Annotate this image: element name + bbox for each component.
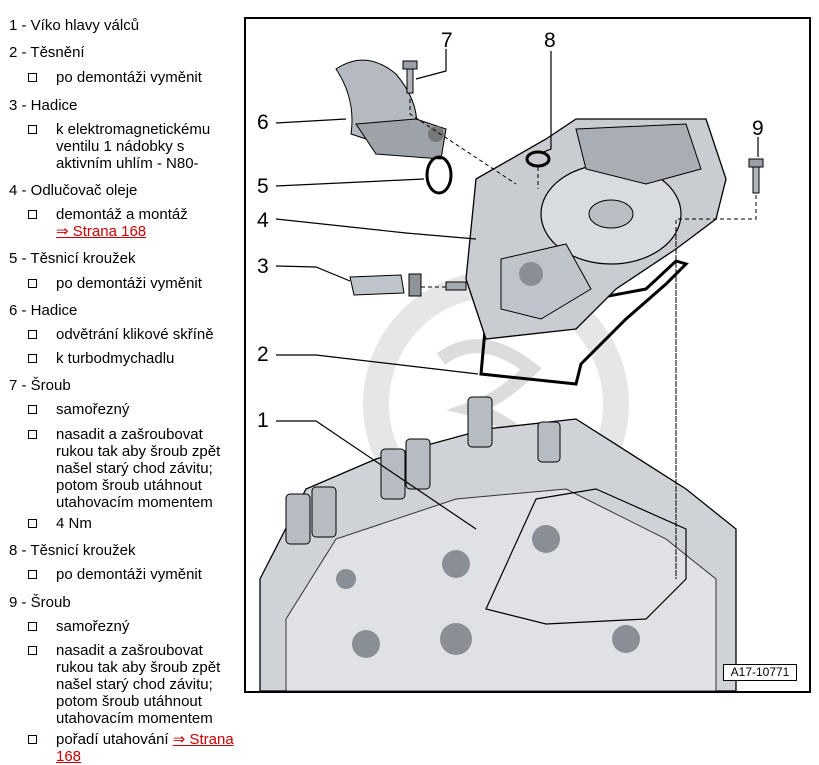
callout-2: 2 — [257, 343, 269, 366]
checkbox-icon — [28, 405, 37, 414]
legend-item-9-bullet-2: nasadit a zašroubovat rukou tak aby šrou… — [28, 642, 240, 727]
checkbox-icon — [28, 430, 37, 439]
legend-item-2-title: 2 - Těsnění — [9, 44, 85, 61]
screw-9 — [748, 158, 764, 194]
checkbox-icon — [28, 646, 37, 655]
checkbox-icon — [28, 622, 37, 631]
figure-id-label: A17-10771 — [723, 664, 797, 681]
checkbox-icon — [28, 519, 37, 528]
legend-item-4-bullet-1: demontáž a montáž ⇒ Strana 168 — [28, 206, 240, 240]
checkbox-icon — [28, 210, 37, 219]
legend-item-4-title: 4 - Odlučovač oleje — [9, 182, 138, 199]
legend-item-6-title: 6 - Hadice — [9, 302, 78, 319]
checkbox-icon — [28, 73, 37, 82]
checkbox-icon — [28, 125, 37, 134]
legend-item-9-bullet-1: samořezný — [28, 618, 240, 635]
cylinder-head-cover — [259, 396, 737, 691]
legend-item-9-title: 9 - Šroub — [9, 594, 71, 611]
sealing-ring-5 — [425, 155, 453, 195]
checkbox-icon — [28, 570, 37, 579]
leader-lines — [275, 49, 759, 530]
callout-5: 5 — [257, 175, 269, 198]
callout-3: 3 — [257, 255, 269, 278]
sealing-ring-8 — [525, 150, 551, 168]
legend-item-5-title: 5 - Těsnicí kroužek — [9, 250, 136, 267]
legend-item-7-bullet-1: samořezný — [28, 401, 240, 418]
callout-6: 6 — [257, 111, 269, 134]
oil-separator — [465, 118, 727, 340]
legend-item-1-title: 1 - Víko hlavy válců — [9, 17, 140, 34]
exploded-view-figure: 7 8 9 6 5 4 3 2 1 A17-10771 — [244, 17, 811, 693]
hose — [335, 59, 447, 160]
checkbox-icon — [28, 735, 37, 744]
checkbox-icon — [28, 330, 37, 339]
exploded-view-drawing: 7 8 9 6 5 4 3 2 1 — [257, 29, 764, 691]
callout-8: 8 — [544, 29, 556, 52]
checkbox-icon — [28, 279, 37, 288]
callout-1: 1 — [257, 409, 269, 432]
legend-item-7-bullet-2: nasadit a zašroubovat rukou tak aby šrou… — [28, 426, 240, 511]
gasket — [479, 259, 689, 386]
callout-9: 9 — [752, 117, 764, 140]
legend-item-7-title: 7 - Šroub — [9, 377, 71, 394]
legend-item-8-bullet-1: po demontáži vyměnit — [28, 566, 240, 583]
legend-item-6-bullet-1: odvětrání klikové skříně — [28, 326, 240, 343]
page-link-168[interactable]: ⇒ Strana 168 — [56, 223, 147, 240]
legend-item-5-bullet-1: po demontáži vyměnit — [28, 275, 240, 292]
assembly-lines — [409, 99, 757, 579]
legend-item-6-bullet-2: k turbodmychadlu — [28, 350, 240, 367]
legend-item-3-bullet-1: k elektromagnetickému ventilu 1 nádobky … — [28, 121, 240, 172]
legend-item-8-title: 8 - Těsnicí kroužek — [9, 542, 136, 559]
callout-7: 7 — [441, 29, 453, 52]
callout-4: 4 — [257, 209, 269, 232]
hose-3 — [349, 273, 467, 297]
checkbox-icon — [28, 354, 37, 363]
legend-item-9-bullet-3: pořadí utahování ⇒ Strana 168 — [28, 731, 240, 765]
legend-item-2-bullet-1: po demontáži vyměnit — [28, 69, 240, 86]
screw-7 — [402, 60, 418, 94]
legend-item-3-title: 3 - Hadice — [9, 97, 78, 114]
legend-item-7-bullet-3: 4 Nm — [28, 515, 240, 532]
